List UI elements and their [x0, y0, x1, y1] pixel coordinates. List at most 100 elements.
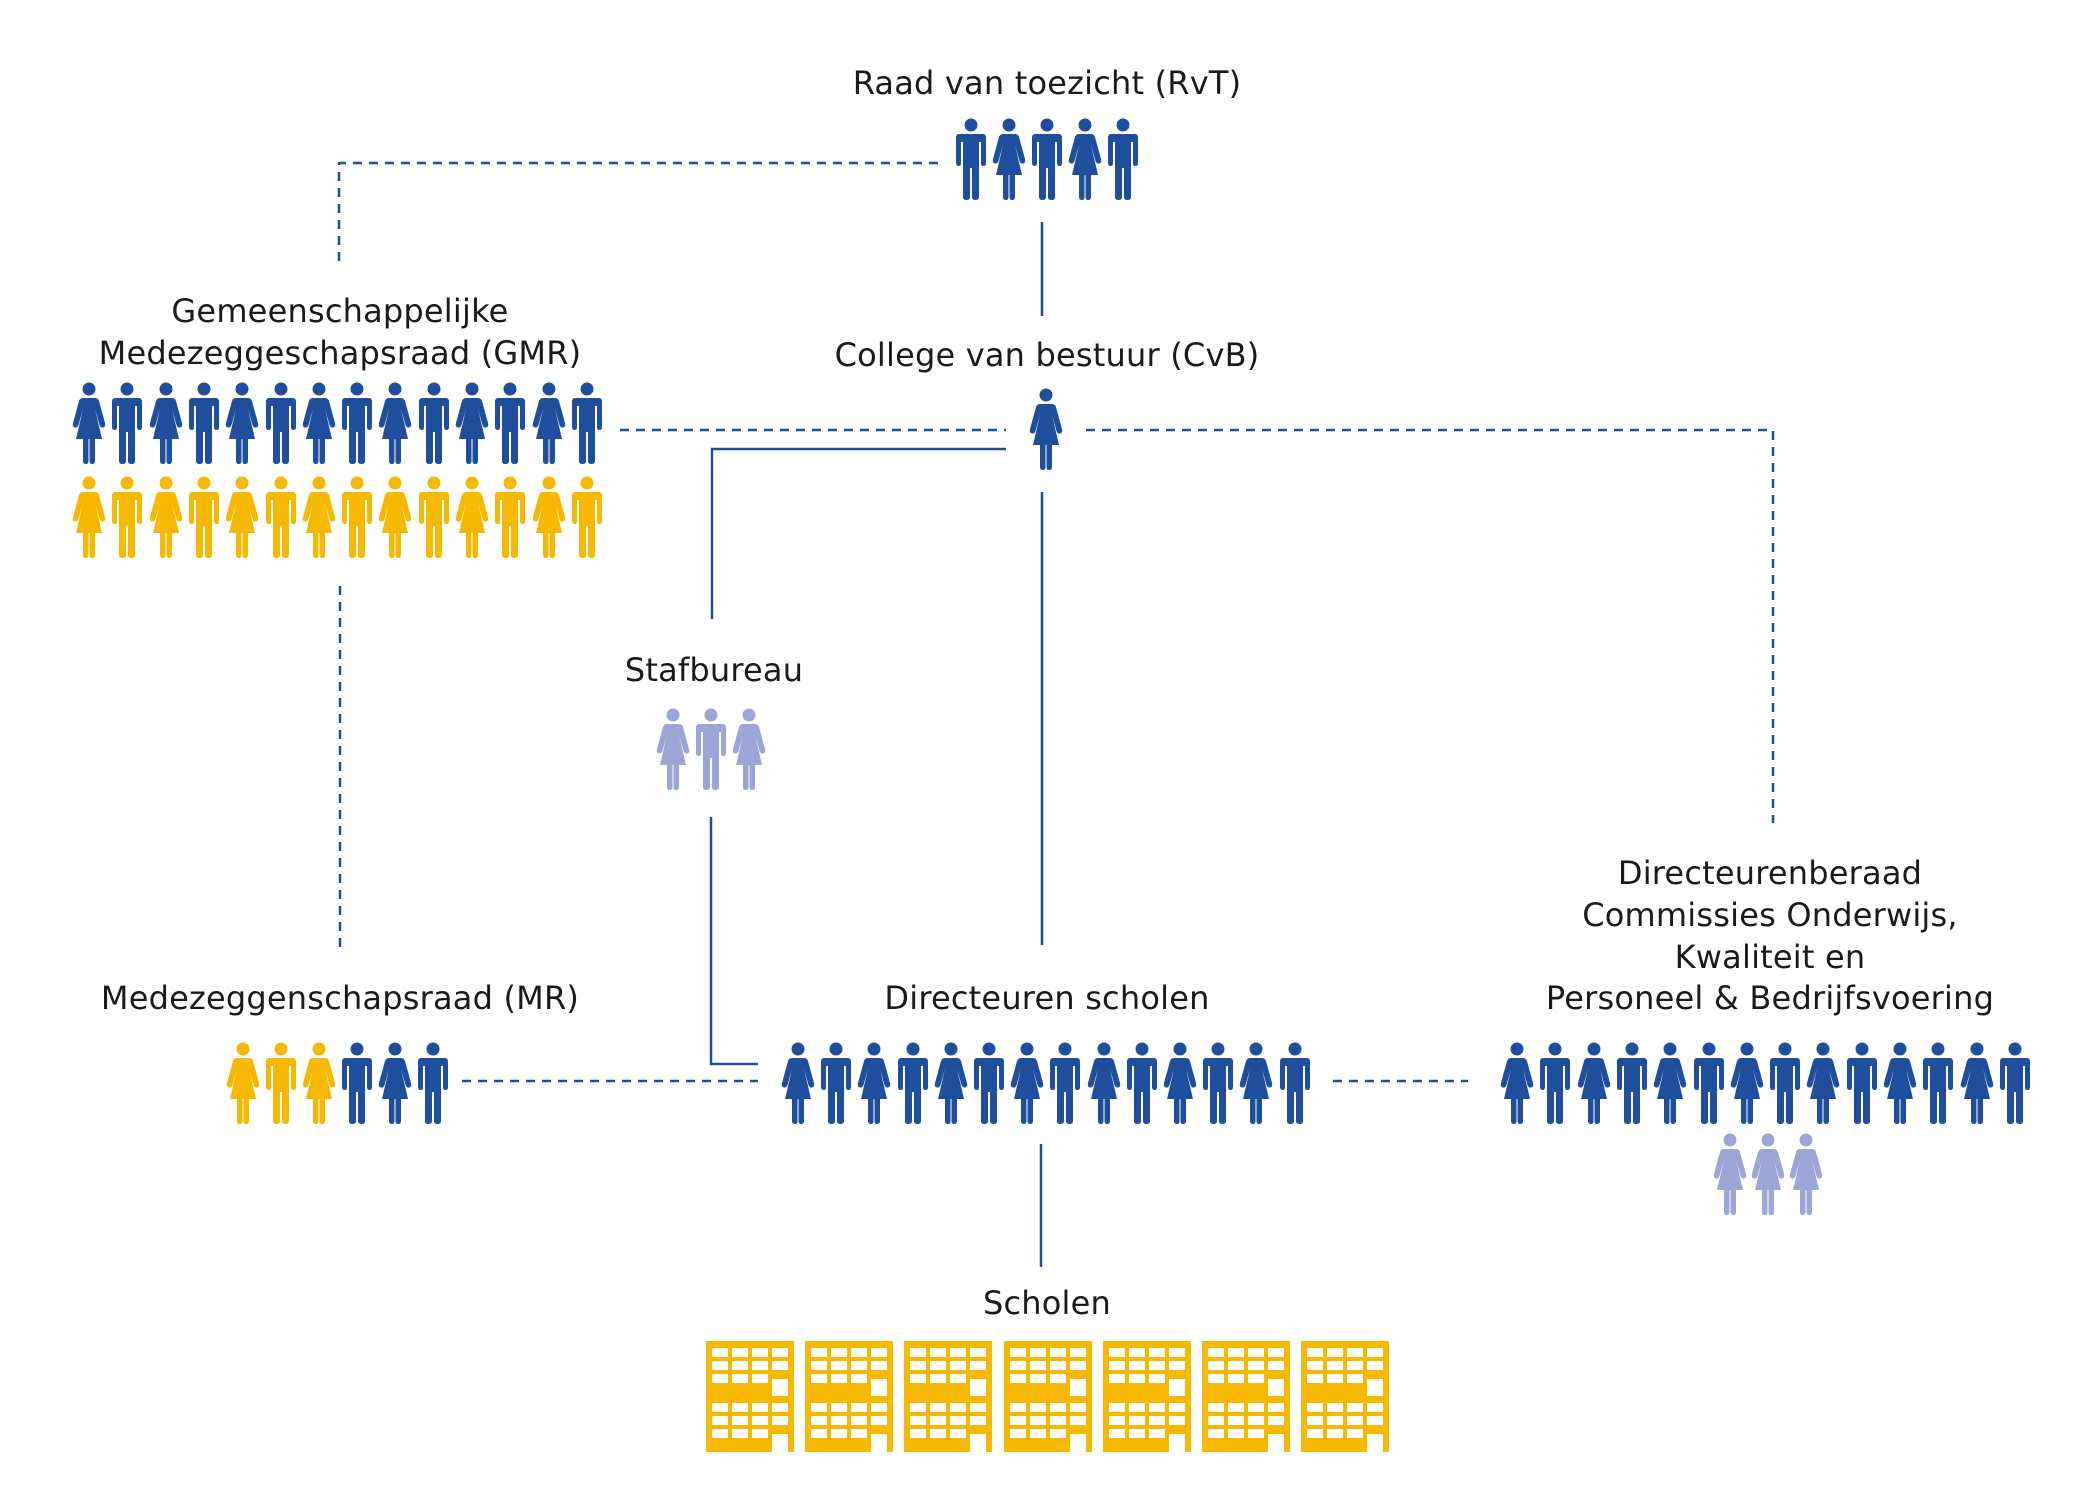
man-icon [340, 476, 374, 558]
woman-icon [934, 1042, 968, 1124]
woman-icon [378, 382, 412, 464]
man-icon [264, 1042, 298, 1124]
man-icon [1106, 118, 1140, 200]
school-building-icon [1202, 1396, 1290, 1452]
woman-icon [732, 708, 766, 790]
gmr-title-line2: Medezeggeschapsraad (GMR) [98, 334, 582, 372]
man-icon [187, 476, 221, 558]
woman-icon [149, 476, 183, 558]
connector-rvt-gmr [337, 161, 938, 266]
directeurenberaad-title-line1: Directeurenberaad [1617, 854, 1923, 892]
woman-icon [72, 476, 106, 558]
woman-icon [455, 382, 489, 464]
school-building-icon [1102, 1396, 1191, 1452]
school-building-icon [706, 1341, 794, 1397]
woman-icon [378, 476, 412, 558]
man-icon [110, 476, 144, 558]
man-icon [694, 708, 728, 790]
school-building-icon [1102, 1341, 1191, 1397]
woman-icon [455, 476, 489, 558]
school-building-icon [904, 1396, 993, 1452]
man-icon [1538, 1042, 1572, 1124]
man-icon [570, 476, 604, 558]
man-icon [340, 1042, 374, 1124]
woman-icon [226, 1042, 260, 1124]
directeurenberaad-title-line3: Kwaliteit en [1674, 938, 1866, 976]
man-icon [972, 1042, 1006, 1124]
man-icon [1278, 1042, 1312, 1124]
school-building-icon [1003, 1396, 1092, 1452]
gmr-title-line1: Gemeenschappelijke [171, 292, 509, 330]
school-building-icon [1301, 1341, 1390, 1397]
man-icon [340, 382, 374, 464]
man-icon [570, 382, 604, 464]
man-icon [1201, 1042, 1235, 1124]
connector-cvb-directeurenberaad [1086, 428, 1775, 823]
man-icon [416, 1042, 450, 1124]
school-building-icon [904, 1341, 993, 1397]
cvb-title: College van bestuur (CvB) [834, 336, 1260, 374]
school-building-icon [706, 1396, 794, 1452]
directeurenberaad-title-line4: Personeel & Bedrijfsvoering [1545, 979, 1995, 1017]
woman-icon [302, 382, 336, 464]
woman-icon [149, 382, 183, 464]
man-icon [493, 382, 527, 464]
man-icon [819, 1042, 853, 1124]
woman-icon [1029, 388, 1063, 470]
man-icon [1030, 118, 1064, 200]
connector-cvb-stafbureau [710, 447, 1006, 619]
man-icon [264, 382, 298, 464]
man-icon [1845, 1042, 1879, 1124]
school-building-icon [1202, 1341, 1290, 1397]
woman-icon [1577, 1042, 1611, 1124]
man-icon [1692, 1042, 1726, 1124]
man-icon [417, 476, 451, 558]
mr-title: Medezeggenschapsraad (MR) [100, 979, 580, 1017]
woman-icon [225, 382, 259, 464]
woman-icon [1883, 1042, 1917, 1124]
woman-icon [225, 476, 259, 558]
school-building-icon [1301, 1396, 1390, 1452]
woman-icon [857, 1042, 891, 1124]
woman-icon [532, 476, 566, 558]
woman-icon [1087, 1042, 1121, 1124]
man-icon [1921, 1042, 1955, 1124]
man-icon [1768, 1042, 1802, 1124]
man-icon [1998, 1042, 2032, 1124]
school-building-icon [805, 1396, 894, 1452]
man-icon [493, 476, 527, 558]
woman-icon [302, 476, 336, 558]
woman-icon [1239, 1042, 1273, 1124]
rvt-title: Raad van toezicht (RvT) [852, 64, 1242, 102]
woman-icon [992, 118, 1026, 200]
man-icon [1125, 1042, 1159, 1124]
man-icon [954, 118, 988, 200]
connector-stafbureau-directeuren [709, 817, 758, 1066]
directeuren-title: Directeuren scholen [884, 979, 1210, 1017]
woman-icon [1960, 1042, 1994, 1124]
school-building-icon [1003, 1341, 1092, 1397]
woman-icon [656, 708, 690, 790]
woman-icon [302, 1042, 336, 1124]
man-icon [110, 382, 144, 464]
man-icon [264, 476, 298, 558]
man-icon [1615, 1042, 1649, 1124]
scholen-title: Scholen [982, 1284, 1112, 1322]
woman-icon [1713, 1133, 1747, 1215]
woman-icon [1010, 1042, 1044, 1124]
directeurenberaad-title-line2: Commissies Onderwijs, [1582, 896, 1958, 934]
woman-icon [781, 1042, 815, 1124]
stafbureau-title: Stafbureau [624, 651, 804, 689]
man-icon [417, 382, 451, 464]
woman-icon [72, 382, 106, 464]
woman-icon [1653, 1042, 1687, 1124]
man-icon [896, 1042, 930, 1124]
woman-icon [1500, 1042, 1534, 1124]
woman-icon [1068, 118, 1102, 200]
woman-icon [1789, 1133, 1823, 1215]
man-icon [187, 382, 221, 464]
woman-icon [532, 382, 566, 464]
woman-icon [1163, 1042, 1197, 1124]
